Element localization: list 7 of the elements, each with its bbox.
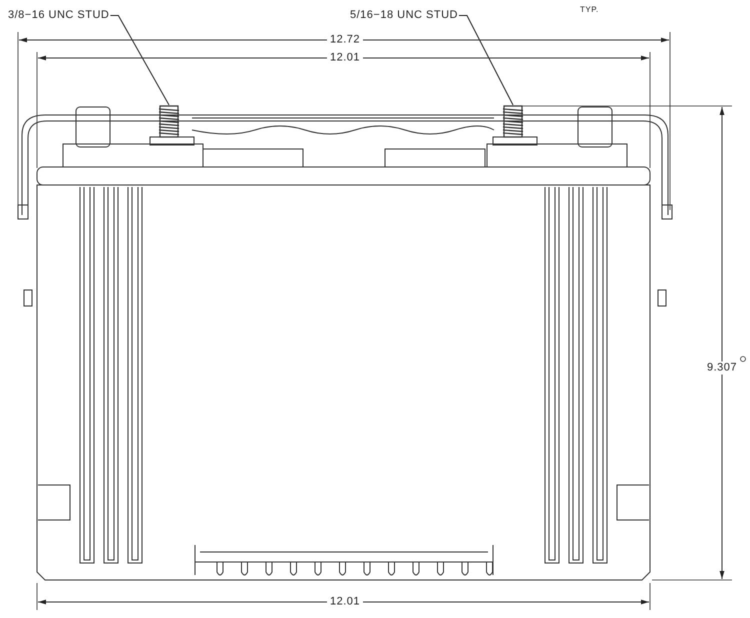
threaded-stud-drawing — [158, 105, 180, 138]
threaded-stud-drawing — [502, 105, 524, 138]
note-text: TYP. — [580, 4, 599, 16]
callout-text: 3/8−16 UNC STUD — [8, 9, 110, 22]
leader-line — [110, 15, 170, 106]
callout-text: 5/16−18 UNC STUD — [350, 9, 458, 22]
leader-line — [458, 15, 514, 106]
